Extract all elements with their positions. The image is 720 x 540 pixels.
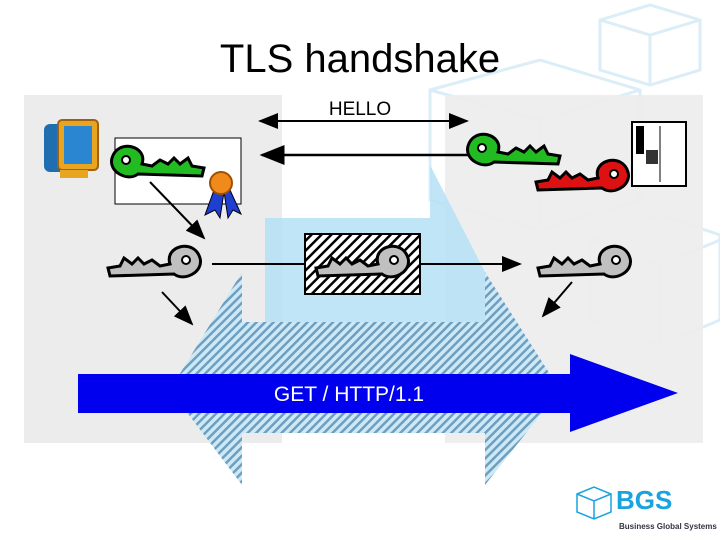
- client-computer-icon: [44, 119, 99, 178]
- logo-tagline: Business Global Systems: [619, 522, 717, 531]
- request-label: GET / HTTP/1.1: [274, 383, 424, 406]
- derive-arrow-client: [149, 181, 206, 240]
- ribbon-seal-icon: [204, 171, 243, 220]
- server-key-to-request-arrow: [541, 281, 573, 318]
- server-icon: [631, 121, 687, 187]
- bgs-logo: BGS Business Global Systems: [576, 485, 717, 531]
- logo-brand: BGS: [616, 485, 672, 515]
- hello-label: HELLO: [329, 99, 391, 120]
- request-arrow: [78, 354, 678, 432]
- slide-title: TLS handshake: [220, 37, 500, 81]
- client-key-to-request-arrow: [161, 291, 194, 326]
